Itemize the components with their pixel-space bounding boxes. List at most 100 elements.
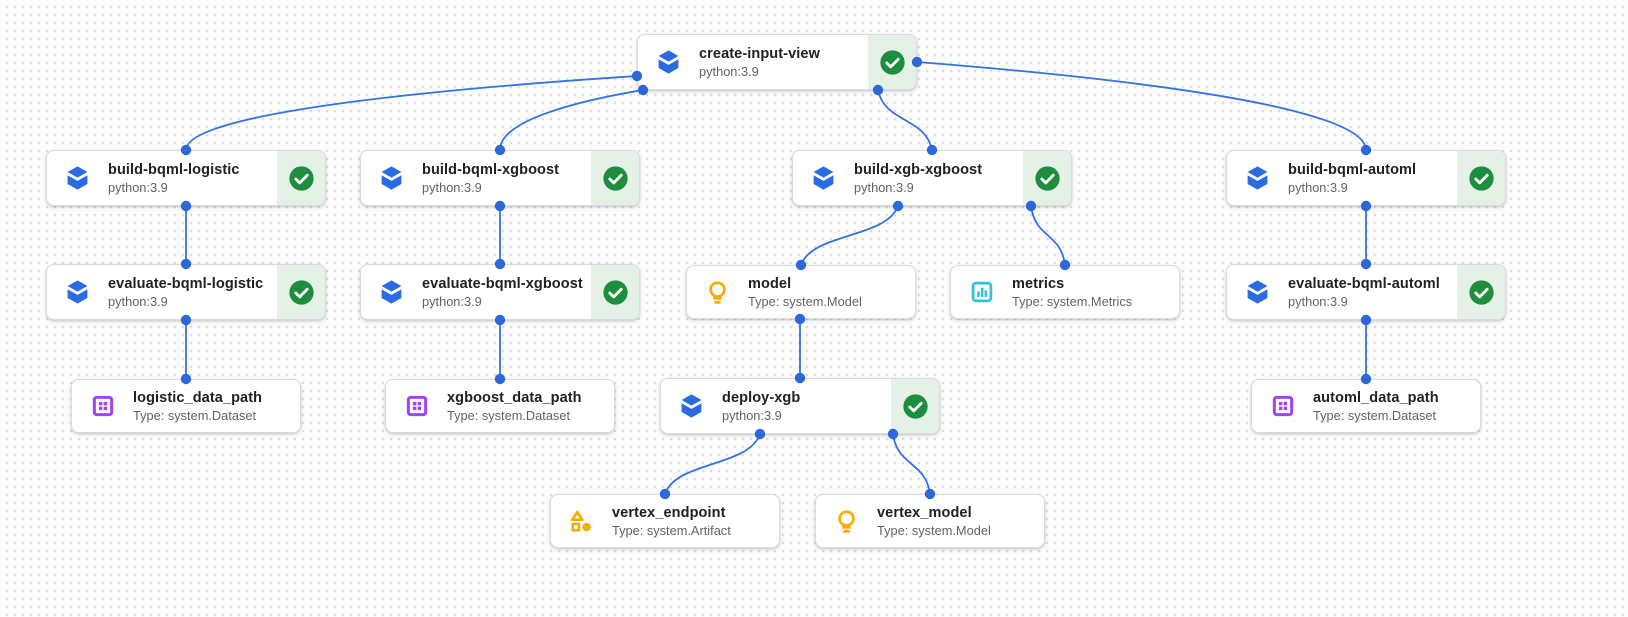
node-subtitle: python:3.9: [1288, 179, 1348, 195]
node-title: automl_data_path: [1313, 389, 1439, 406]
node-evaluate-bqml-automl[interactable]: evaluate-bqml-automl python:3.9: [1226, 264, 1506, 320]
dataset-icon: [92, 395, 113, 417]
status-badge: [277, 265, 325, 319]
node-vertex_model[interactable]: vertex_model Type: system.Model: [815, 494, 1045, 548]
artifact-shapes-icon: [568, 508, 595, 535]
success-check-icon: [602, 279, 628, 305]
node-build-bqml-logistic[interactable]: build-bqml-logistic python:3.9: [46, 150, 326, 206]
execution-cube-icon: [1247, 165, 1268, 190]
node-subtitle: python:3.9: [422, 179, 482, 195]
node-evaluate-bqml-xgboost[interactable]: evaluate-bqml-xgboost python:3.9: [360, 264, 640, 320]
node-title: create-input-view: [699, 45, 820, 62]
node-create-input-view[interactable]: create-input-view python:3.9: [637, 34, 917, 90]
edge-deploy-xgb--vertex_endpoint: [664, 433, 761, 495]
node-title: evaluate-bqml-logistic: [108, 275, 264, 292]
metrics-chart-icon: [971, 281, 992, 303]
node-subtitle: Type: system.Artifact: [612, 522, 731, 538]
execution-cube-icon: [658, 49, 679, 74]
node-title: deploy-xgb: [722, 389, 801, 406]
node-subtitle: Type: system.Dataset: [447, 407, 571, 423]
status-badge: [1457, 265, 1505, 319]
node-subtitle: Type: system.Dataset: [133, 407, 257, 423]
dataset-icon: [403, 393, 430, 420]
node-automl_data_path[interactable]: automl_data_path Type: system.Dataset: [1251, 379, 1481, 433]
dataset-icon: [1269, 393, 1296, 420]
node-title: vertex_model: [877, 504, 972, 521]
execution-cube-icon: [378, 279, 405, 306]
execution-cube-icon: [681, 393, 702, 418]
status-badge: [1023, 151, 1071, 205]
success-check-icon: [1468, 279, 1494, 305]
execution-cube-icon: [381, 165, 402, 190]
status-badge: [1457, 151, 1505, 205]
node-subtitle: python:3.9: [422, 293, 482, 309]
execution-cube-icon: [64, 279, 91, 306]
edge-build-xgb-xgboost--metrics: [1030, 205, 1066, 266]
node-title: logistic_data_path: [133, 389, 263, 406]
node-subtitle: Type: system.Model: [748, 293, 862, 309]
model-bulb-icon: [833, 508, 860, 535]
status-badge: [591, 265, 639, 319]
node-title: model: [748, 275, 792, 292]
execution-cube-icon: [378, 165, 405, 192]
node-logistic_data_path[interactable]: logistic_data_path Type: system.Dataset: [71, 379, 301, 433]
success-check-icon: [1468, 165, 1494, 191]
success-check-icon: [902, 393, 928, 419]
node-deploy-xgb[interactable]: deploy-xgb python:3.9: [660, 378, 940, 434]
node-subtitle: python:3.9: [108, 179, 168, 195]
success-check-icon: [288, 279, 314, 305]
node-subtitle: Type: system.Dataset: [1313, 407, 1437, 423]
dataset-icon: [406, 395, 427, 417]
model-bulb-icon: [709, 280, 726, 304]
execution-cube-icon: [678, 393, 705, 420]
execution-cube-icon: [1244, 165, 1271, 192]
node-title: evaluate-bqml-automl: [1288, 275, 1440, 292]
node-vertex_endpoint[interactable]: vertex_endpoint Type: system.Artifact: [550, 494, 780, 548]
status-badge: [891, 379, 939, 433]
node-title: vertex_endpoint: [612, 504, 726, 521]
execution-cube-icon: [1247, 279, 1268, 304]
dataset-icon: [1272, 395, 1293, 417]
node-subtitle: Type: system.Metrics: [1012, 293, 1133, 309]
node-metrics[interactable]: metrics Type: system.Metrics: [950, 265, 1180, 319]
edge-create-input-view--build-bqml-xgboost: [499, 89, 644, 151]
success-check-icon: [288, 165, 314, 191]
status-badge: [591, 151, 639, 205]
node-xgboost_data_path[interactable]: xgboost_data_path Type: system.Dataset: [385, 379, 615, 433]
node-evaluate-bqml-logistic[interactable]: evaluate-bqml-logistic python:3.9: [46, 264, 326, 320]
edge-create-input-view--build-bqml-automl: [916, 61, 1367, 151]
artifact-shapes-icon: [570, 510, 591, 532]
node-title: metrics: [1012, 275, 1065, 292]
execution-cube-icon: [64, 165, 91, 192]
success-check-icon: [879, 49, 905, 75]
success-check-icon: [602, 165, 628, 191]
node-subtitle: python:3.9: [108, 293, 168, 309]
model-bulb-icon: [838, 509, 855, 533]
node-build-xgb-xgboost[interactable]: build-xgb-xgboost python:3.9: [792, 150, 1072, 206]
node-title: build-xgb-xgboost: [854, 161, 983, 178]
node-title: build-bqml-logistic: [108, 161, 240, 178]
execution-cube-icon: [1244, 279, 1271, 306]
node-title: xgboost_data_path: [447, 389, 582, 406]
node-title: evaluate-bqml-xgboost: [422, 275, 583, 292]
execution-cube-icon: [67, 279, 88, 304]
model-bulb-icon: [704, 279, 731, 306]
execution-cube-icon: [810, 165, 837, 192]
dataset-icon: [89, 393, 116, 420]
success-check-icon: [1034, 165, 1060, 191]
node-subtitle: python:3.9: [699, 63, 759, 79]
edge-build-xgb-xgboost--model: [800, 205, 899, 266]
node-build-bqml-xgboost[interactable]: build-bqml-xgboost python:3.9: [360, 150, 640, 206]
edge-create-input-view--build-xgb-xgboost: [877, 89, 933, 151]
node-title: build-bqml-xgboost: [422, 161, 560, 178]
node-build-bqml-automl[interactable]: build-bqml-automl python:3.9: [1226, 150, 1506, 206]
node-model[interactable]: model Type: system.Model: [686, 265, 916, 319]
edge-deploy-xgb--vertex_model: [892, 433, 931, 495]
status-badge: [277, 151, 325, 205]
status-badge: [868, 35, 916, 89]
metrics-chart-icon: [968, 279, 995, 306]
node-title: build-bqml-automl: [1288, 161, 1417, 178]
execution-cube-icon: [67, 165, 88, 190]
execution-cube-icon: [813, 165, 834, 190]
